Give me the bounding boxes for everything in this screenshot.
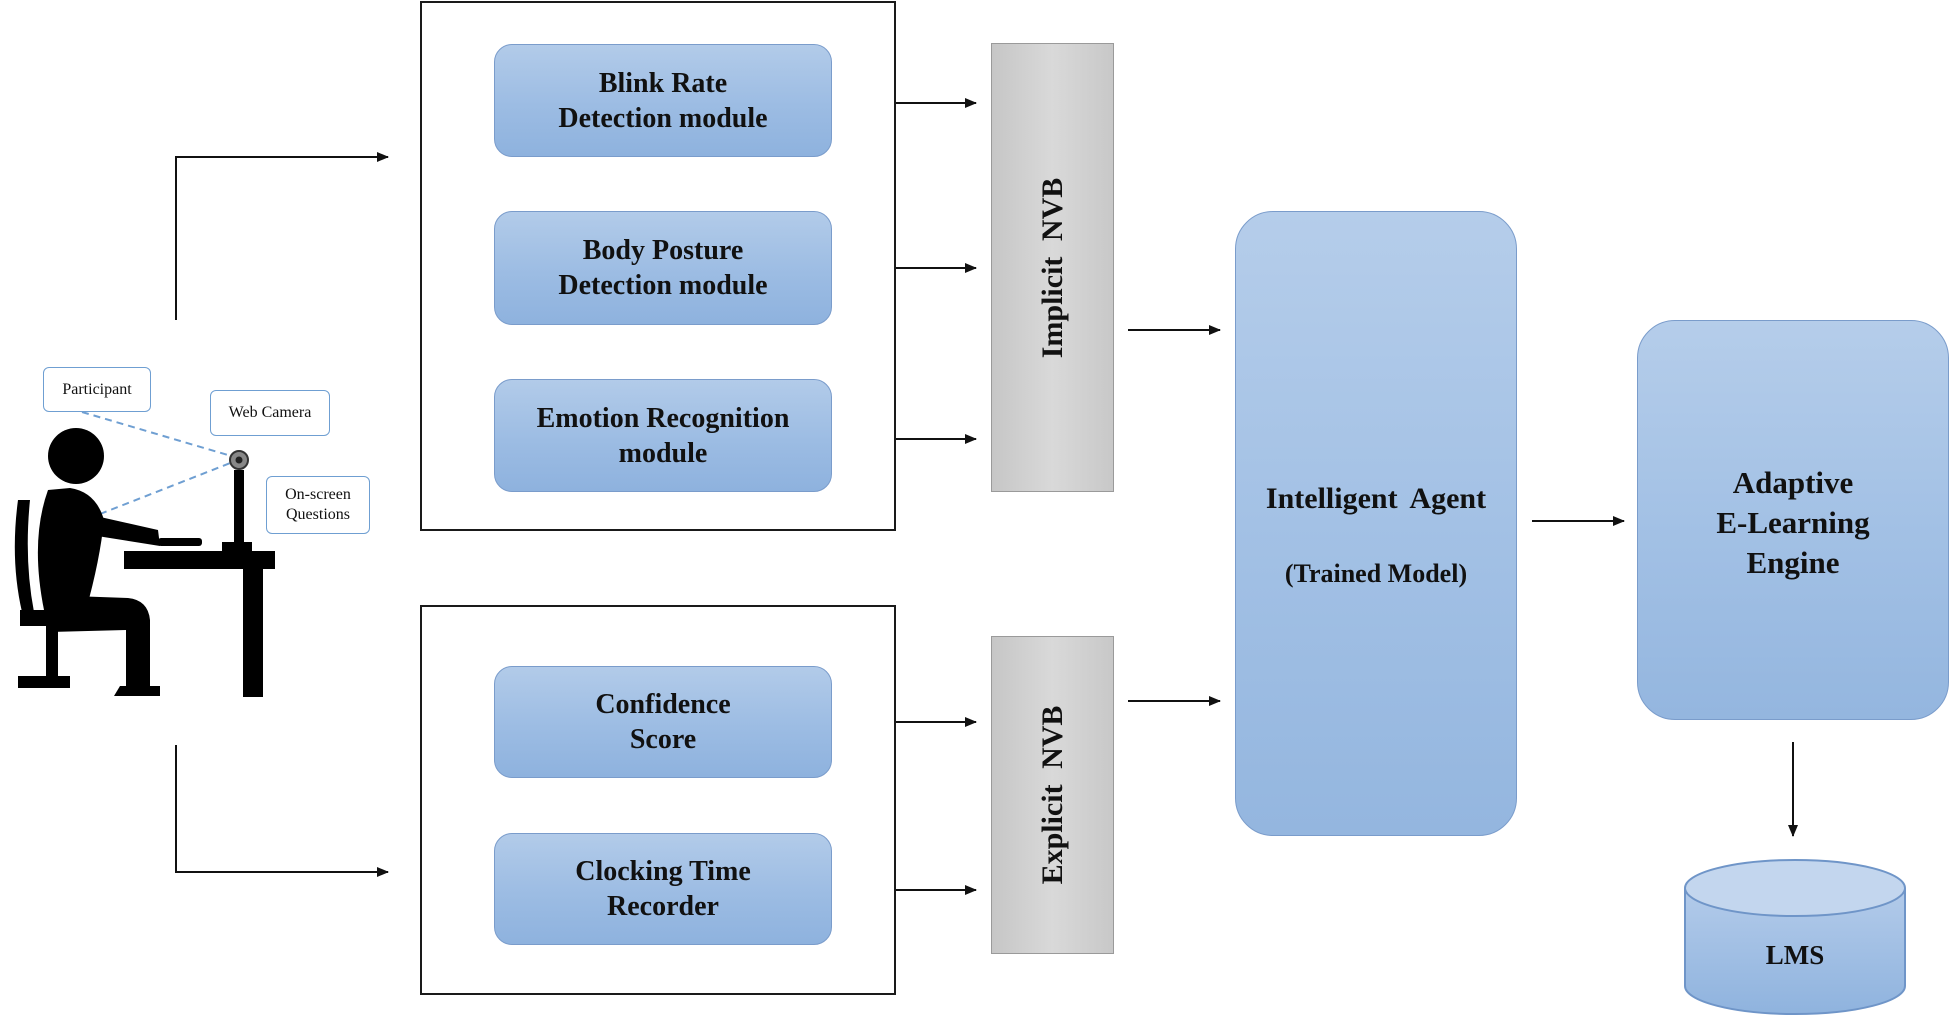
web-camera-callout: Web Camera [210,390,330,436]
lms-label: LMS [1765,940,1825,970]
participant-at-desk-illustration [14,411,275,697]
implicit-nvb-bar: Implicit NVB [991,43,1114,492]
arrow-participant-to-explicit [175,745,389,877]
body-posture-module: Body Posture Detection module [494,211,832,325]
lms-database-icon [1684,859,1906,1015]
explicit-nvb-bar: Explicit NVB [991,636,1114,954]
engine-line-1: Adaptive [1732,465,1854,500]
intelligent-agent-box: Intelligent Agent (Trained Model) [1235,211,1517,836]
arrow-participant-to-implicit [175,152,389,320]
clocking-time-module: Clocking Time Recorder [494,833,832,945]
agent-subtitle: (Trained Model) [1284,559,1468,588]
on-screen-questions-callout: On-screen Questions [266,476,370,534]
agent-title: Intelligent Agent [1265,482,1487,515]
engine-line-2: E-Learning [1716,505,1870,540]
blink-rate-module: Blink Rate Detection module [494,44,832,157]
person-head-icon [48,428,104,484]
engine-line-3: Engine [1746,545,1840,580]
emotion-recognition-module: Emotion Recognition module [494,379,832,492]
participant-callout: Participant [43,367,151,412]
explicit-nvb-label: Explicit NVB [1035,705,1069,885]
confidence-score-module: Confidence Score [494,666,832,778]
implicit-nvb-label: Implicit NVB [1035,177,1069,358]
adaptive-engine-box: Adaptive E-Learning Engine [1637,320,1949,720]
